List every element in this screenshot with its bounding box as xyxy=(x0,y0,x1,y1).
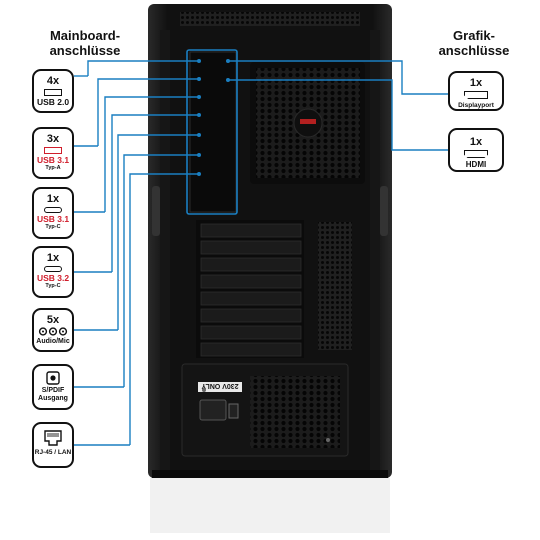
port-label: USB 3.2 xyxy=(36,273,70,283)
port-count: 4x xyxy=(46,75,60,87)
port-count: 1x xyxy=(469,136,483,148)
connector-lines-right xyxy=(228,60,448,151)
audio-jack-icon xyxy=(38,327,68,336)
port-label: Audio/Mic xyxy=(36,338,70,345)
usb-c-icon xyxy=(44,207,62,213)
port-badge-rj45-lan: RJ-45 / LAN xyxy=(32,422,74,468)
case-reflection xyxy=(150,478,390,533)
port-badge-hdmi: 1x HDMI xyxy=(448,128,504,172)
mainboard-heading-line2: anschlüsse xyxy=(49,43,121,58)
port-badge-spdif: S/PDIF Ausgang xyxy=(32,364,74,410)
connector-lines-left xyxy=(74,60,199,446)
port-sublabel: Typ-C xyxy=(45,283,61,289)
port-label: RJ-45 / LAN xyxy=(34,449,72,456)
graphics-heading-line1: Grafik- xyxy=(453,28,495,43)
port-sublabel: Ausgang xyxy=(38,395,68,402)
port-badge-displayport: 1x Displayport xyxy=(448,71,504,111)
port-badge-usb31-typ-c: 1x USB 3.1 Typ-C xyxy=(32,187,74,239)
spdif-icon xyxy=(46,371,60,385)
power-supply: 230V ONLY xyxy=(181,363,349,457)
hdmi-icon xyxy=(464,150,488,158)
port-badge-audio-mic: 5x Audio/Mic xyxy=(32,308,74,352)
graphics-heading-line2: anschlüsse xyxy=(438,43,510,58)
port-label: S/PDIF xyxy=(41,387,65,394)
expansion-slots xyxy=(196,220,352,358)
io-shield xyxy=(189,51,237,213)
port-count: 5x xyxy=(46,314,60,326)
port-count: 3x xyxy=(46,133,60,145)
port-label: USB 2.0 xyxy=(36,97,70,107)
mainboard-heading-line1: Mainboard- xyxy=(49,28,121,43)
psu-sticker: 230V ONLY xyxy=(201,382,238,389)
rear-fan xyxy=(250,62,365,184)
usb-c-icon xyxy=(44,266,62,272)
port-label: Displayport xyxy=(458,102,494,109)
io-highlight-box xyxy=(186,49,238,215)
port-badge-usb32-typ-c: 1x USB 3.2 Typ-C xyxy=(32,246,74,298)
port-count: 1x xyxy=(469,77,483,89)
port-badge-usb31-typ-a: 3x USB 3.1 Typ-A xyxy=(32,127,74,179)
port-sublabel: Typ-C xyxy=(45,224,61,230)
port-count: 1x xyxy=(46,252,60,264)
usb-a-icon xyxy=(44,89,62,96)
ethernet-icon xyxy=(44,430,62,446)
port-sublabel: Typ-A xyxy=(45,165,61,171)
displayport-icon xyxy=(464,91,488,99)
port-label: HDMI xyxy=(465,160,487,169)
graphics-ports-heading: Grafik- anschlüsse xyxy=(426,28,522,58)
port-label: USB 3.1 xyxy=(36,214,70,224)
port-count: 1x xyxy=(46,193,60,205)
mainboard-ports-heading: Mainboard- anschlüsse xyxy=(30,28,140,58)
port-badge-usb20: 4x USB 2.0 xyxy=(32,69,74,113)
port-label: USB 3.1 xyxy=(36,155,70,165)
usb-a-icon xyxy=(44,147,62,154)
